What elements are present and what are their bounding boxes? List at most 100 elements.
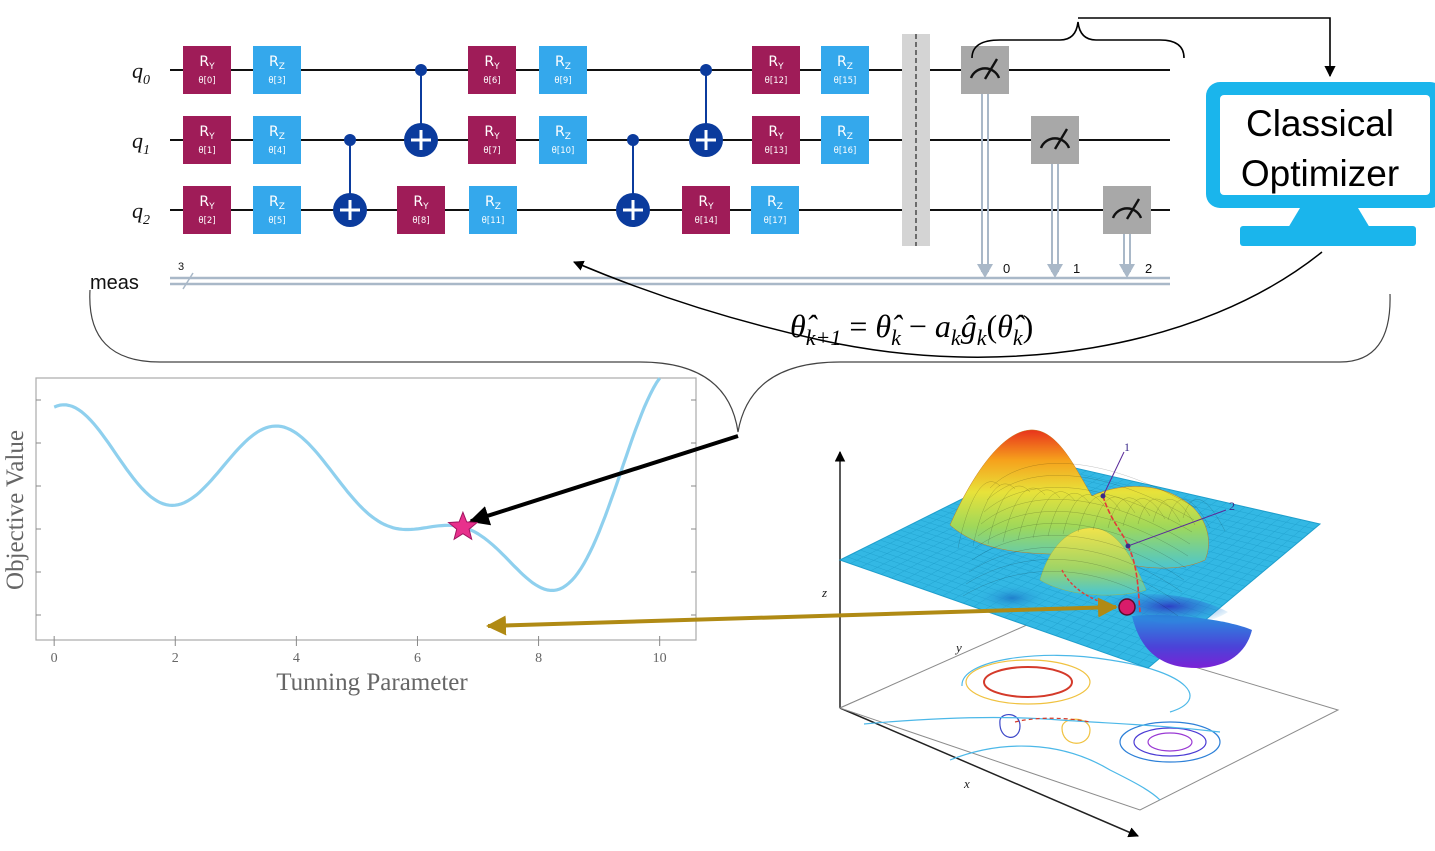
gate-rz: RZ θ[10] (539, 116, 587, 164)
x-axis3d-label: x (963, 776, 970, 791)
objective-curve (53, 377, 662, 592)
gate-rz: RZ θ[17] (751, 186, 799, 234)
gate-param: θ[3] (268, 76, 285, 86)
cnot-gate (689, 64, 723, 157)
optimizer-label-line2: Optimizer (1241, 153, 1399, 194)
cnot-gate (404, 64, 438, 157)
gate-param: θ[14] (695, 216, 718, 226)
qubit-label: q0 (132, 58, 150, 88)
measure-bit-label: 0 (1003, 261, 1010, 276)
x-tick-label: 6 (414, 651, 421, 666)
annotation-line-1 (1102, 451, 1125, 497)
feedback-arrow (573, 251, 1323, 358)
cnot-layer (333, 64, 723, 227)
gate-ry: RYθ[6] (468, 46, 516, 94)
gate-name: RZ (555, 54, 571, 72)
gate-rz: RZ θ[15] (821, 46, 869, 94)
gate-name: RZ (767, 194, 783, 212)
gate-rz: RZ θ[11] (469, 186, 517, 234)
gate-rz: RZθ[16] (821, 116, 869, 164)
gate-name: RZ (485, 194, 501, 212)
gate-param: θ[13] (765, 146, 788, 156)
cnot-gate (616, 134, 650, 227)
loss-landscape-3d: z x y (821, 429, 1340, 838)
gate-param: θ[0] (198, 76, 215, 86)
x-axis-label: Tunning Parameter (276, 669, 468, 696)
y-axis-label: Objective Value (2, 430, 29, 590)
right-well (1132, 614, 1252, 668)
gate-param: θ[9] (554, 76, 571, 86)
brace-to-minimum-arrow (468, 434, 739, 526)
point-2 (1125, 543, 1131, 549)
gate-param: θ[17] (764, 216, 787, 226)
gate-name: RY (413, 194, 429, 212)
optimizer-label-line1: Classical (1246, 103, 1394, 144)
x-tick-label: 8 (535, 651, 542, 666)
barrier (902, 34, 930, 246)
gate-param: θ[12] (765, 76, 788, 86)
gate-rz: RZ θ[5] (253, 186, 301, 234)
gate-rz: RZθ[4] (253, 116, 301, 164)
z-axis-label: z (821, 585, 827, 600)
point-1 (1100, 493, 1106, 499)
measure-gate: 0 (961, 46, 1010, 278)
gate-rz: RZ θ[3] (253, 46, 301, 94)
x-tick-label: 2 (172, 651, 179, 666)
floor-contours (863, 654, 1221, 801)
gate-name: RY (698, 194, 714, 212)
gate-param: θ[10] (552, 146, 575, 156)
measure-gate: 2 (1103, 186, 1152, 278)
x-tick-label: 10 (653, 651, 667, 666)
cnot-gate (333, 134, 367, 227)
gate-param: θ[5] (268, 216, 285, 226)
gate-name: RZ (269, 54, 285, 72)
qubit-wires (170, 69, 1170, 211)
gate-ry: RY θ[12] (752, 46, 800, 94)
measurement-gates: 0 1 2 (961, 46, 1152, 278)
gate-ry: RY θ[0] (183, 46, 231, 94)
gate-name: RZ (837, 54, 853, 72)
gate-name: RZ (555, 124, 571, 142)
gate-name: RZ (837, 124, 853, 142)
gate-param: θ[7] (483, 146, 500, 156)
measure-bit-label: 1 (1073, 261, 1080, 276)
gate-layer: RYθ[0]RYθ[1]RYθ[2]RZθ[3]RZθ[4]RZθ[5]RYθ[… (183, 46, 869, 234)
circuit-under-brace (89, 289, 1391, 433)
x-tick-label: 4 (293, 651, 300, 666)
plot-frame (35, 377, 697, 641)
bump-surface (1039, 527, 1147, 596)
update-rule-equation: θ̂k+1 = θ̂k − akĝk(θ̂k) (790, 308, 1033, 350)
floor-plane (838, 619, 1340, 811)
gate-name: RY (768, 54, 784, 72)
gate-name: RY (768, 124, 784, 142)
gate-name: RZ (269, 194, 285, 212)
gate-ry: RY θ[13] (752, 116, 800, 164)
qubit-label: q1 (132, 128, 150, 158)
gate-param: θ[1] (198, 146, 215, 156)
gate-param: θ[8] (412, 216, 429, 226)
gate-param: θ[15] (834, 76, 857, 86)
gate-name: RY (199, 54, 215, 72)
x-tick-label: 0 (51, 651, 58, 666)
gate-ry: RYθ[2] (183, 186, 231, 234)
minimum-star-marker (447, 510, 479, 541)
meas-count: 3 (178, 261, 184, 273)
x-axis-line (839, 707, 1139, 838)
monitor-screen (1220, 95, 1430, 195)
gate-param: θ[2] (198, 216, 215, 226)
measure-gate: 1 (1031, 116, 1080, 278)
gate-ry: RY θ[14] (682, 186, 730, 234)
gate-rz: RZ θ[9] (539, 46, 587, 94)
gate-param: θ[6] (483, 76, 500, 86)
gate-param: θ[11] (482, 216, 505, 226)
monitor-neck (1288, 208, 1370, 228)
measure-bit-label: 2 (1145, 261, 1152, 276)
gate-ry: RYθ[7] (468, 116, 516, 164)
gate-name: RZ (269, 124, 285, 142)
measurement-brace (971, 21, 1185, 59)
plot-ticks: 0 2 4 6 8 10 (36, 399, 696, 666)
gate-name: RY (199, 124, 215, 142)
